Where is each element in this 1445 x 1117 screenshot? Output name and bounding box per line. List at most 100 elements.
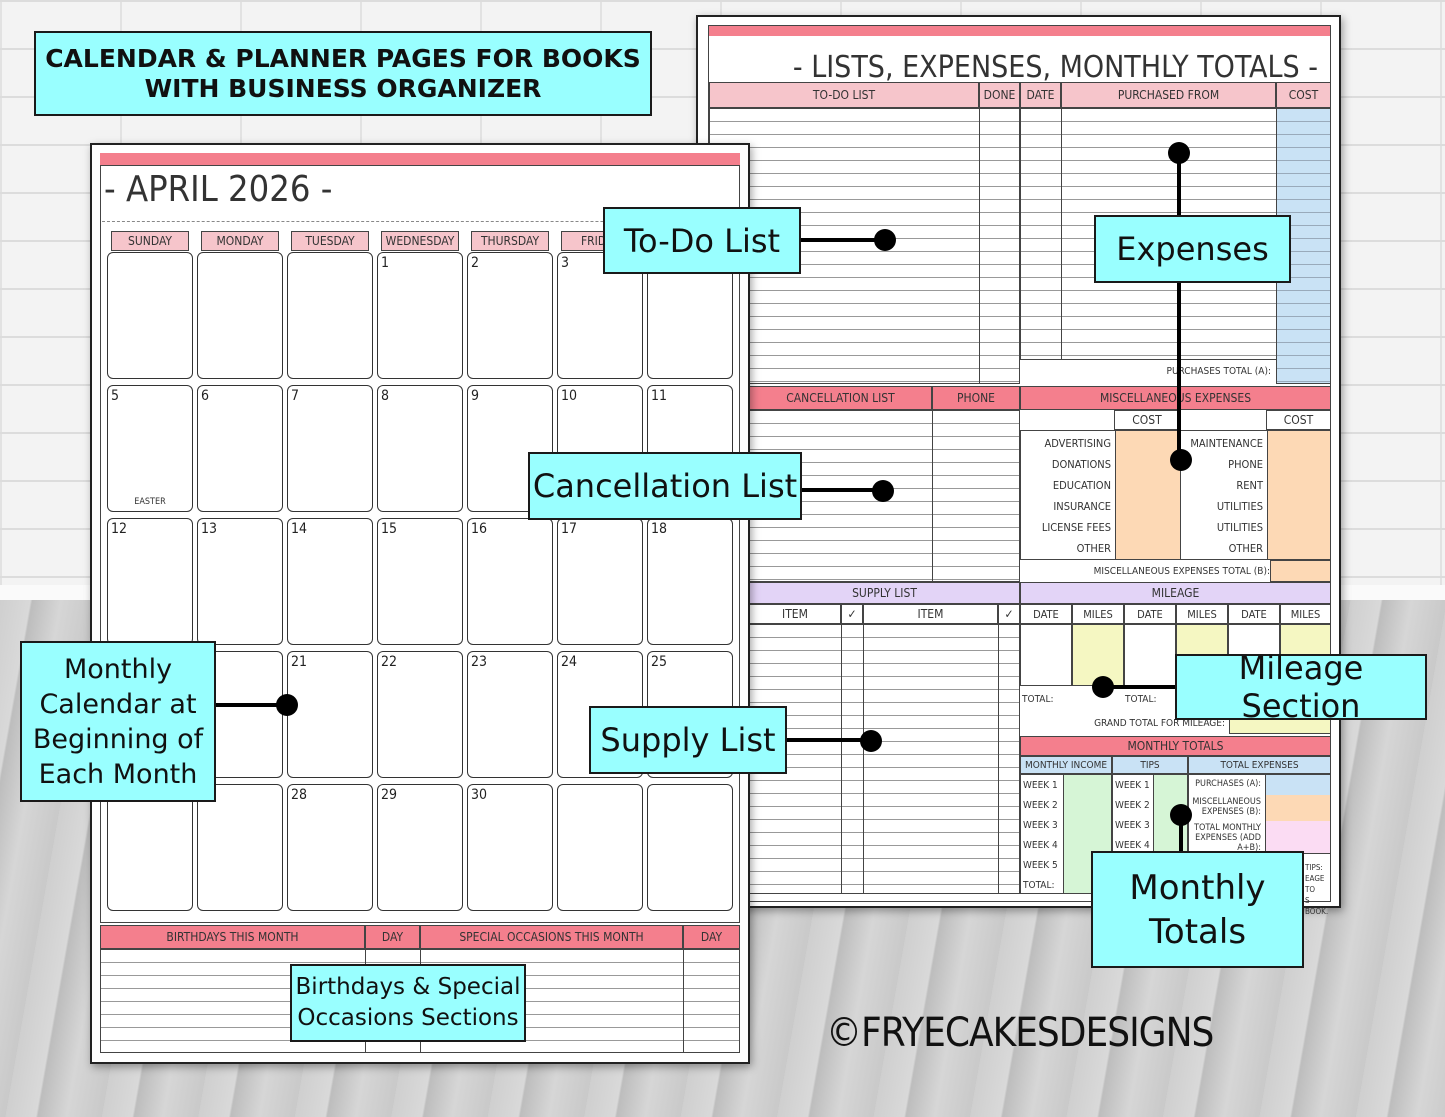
week-label: WEEK 1	[1115, 780, 1150, 791]
supply-check-header: ✓	[841, 604, 863, 624]
calendar-day-cell[interactable]	[107, 252, 193, 379]
misc-right-labels: MAINTENANCE PHONE RENT UTILITIES UTILITI…	[1181, 433, 1263, 559]
mileage-total-2: TOTAL:	[1125, 694, 1157, 705]
supply-lines[interactable]	[749, 624, 1020, 894]
calendar-day-cell[interactable]: 15	[377, 518, 463, 645]
calendar-day-cell[interactable]: 29	[377, 784, 463, 911]
calendar-day-cell[interactable]: 6	[197, 385, 283, 512]
calendar-day-cell[interactable]	[557, 784, 643, 911]
calendar-day-cell[interactable]: 8	[377, 385, 463, 512]
calendar-day-cell[interactable]: 14	[287, 518, 373, 645]
expenses-pointer-dot-bottom	[1170, 449, 1192, 471]
monthly-income-header: MONTHLY INCOME	[1020, 756, 1112, 774]
monthly-totals-callout-line: Monthly	[1129, 867, 1266, 908]
calendar-day-cell[interactable]	[107, 784, 193, 911]
date-header: DATE	[1020, 82, 1061, 108]
calendar-day-cell[interactable]	[287, 252, 373, 379]
day-number: 28	[291, 787, 308, 803]
day-number: 25	[651, 654, 668, 670]
calendar-day-cell[interactable]: 21	[287, 651, 373, 778]
misc-label: ADVERTISING	[1044, 437, 1111, 450]
total-monthly-label: TOTAL MONTHLY EXPENSES (ADD A+B):	[1194, 823, 1261, 853]
week-label: WEEK 2	[1023, 800, 1058, 811]
supply-pointer-line	[785, 738, 871, 742]
purchased-from-header: PURCHASED FROM	[1061, 82, 1276, 108]
day-number: 5	[111, 388, 120, 404]
birthdays-callout-line: Birthdays & Special	[295, 974, 521, 1000]
top-pink-bar	[100, 153, 740, 165]
cancellation-callout: Cancellation List	[528, 452, 802, 520]
misc-label: UTILITIES	[1216, 500, 1263, 513]
supply-divider	[863, 624, 864, 894]
mileage-col-body[interactable]	[1124, 624, 1176, 686]
calendar-day-cell[interactable]: 16	[467, 518, 553, 645]
mileage-col-body[interactable]	[1020, 624, 1072, 686]
misc-cost-right-fill[interactable]	[1267, 431, 1330, 559]
misc-b-label: MISCELLANEOUS EXPENSES (B):	[1192, 797, 1261, 817]
phone-divider	[932, 410, 933, 582]
tips-note-line: TIPS:	[1305, 863, 1323, 872]
banner-line-2: WITH BUSINESS ORGANIZER	[144, 73, 542, 103]
supply-callout: Supply List	[589, 706, 787, 774]
calendar-day-cell[interactable]: 1	[377, 252, 463, 379]
calendar-day-cell[interactable]: 12	[107, 518, 193, 645]
mileage-callout: Mileage Section	[1175, 649, 1427, 725]
date-divider	[1061, 108, 1062, 360]
calendar-day-cell[interactable]: 22	[377, 651, 463, 778]
day-number: 2	[471, 255, 480, 271]
misc-total-field[interactable]	[1270, 560, 1331, 582]
calendar-day-cell[interactable]: 23	[467, 651, 553, 778]
birthdays-callout: Birthdays & Special Occasions Sections	[290, 964, 526, 1042]
calendar-day-cell[interactable]: 18	[647, 518, 733, 645]
calendar-callout-line: Each Month	[38, 758, 198, 790]
title-divider	[102, 221, 738, 222]
day-number: 13	[201, 521, 218, 537]
mileage-col-header: MILES	[1176, 604, 1228, 624]
tips-header: TIPS	[1112, 756, 1188, 774]
phone-header: PHONE	[932, 386, 1020, 410]
holiday-note: EASTER	[134, 497, 166, 507]
day-number: 12	[111, 521, 128, 537]
misc-cost-left-fill[interactable]	[1115, 431, 1181, 559]
day-number: 14	[291, 521, 308, 537]
mileage-col-header: DATE	[1124, 604, 1176, 624]
purchases-a-field[interactable]	[1265, 775, 1330, 795]
cancellation-pointer-line	[800, 488, 885, 492]
misc-total-label: MISCELLANEOUS EXPENSES TOTAL (B):	[1093, 566, 1270, 577]
mileage-pointer-line	[1102, 685, 1177, 689]
day-number: 23	[471, 654, 488, 670]
calendar-callout: Monthly Calendar at Beginning of Each Mo…	[20, 641, 216, 802]
done-divider	[979, 108, 980, 384]
day-number: 8	[381, 388, 390, 404]
misc-b-field[interactable]	[1265, 795, 1330, 821]
mileage-col-body[interactable]	[1072, 624, 1124, 686]
calendar-day-cell[interactable]: 28	[287, 784, 373, 911]
day-number: 29	[381, 787, 398, 803]
calendar-day-cell[interactable]	[197, 784, 283, 911]
day-number: 1	[381, 255, 390, 271]
calendar-day-cell[interactable]: 2	[467, 252, 553, 379]
calendar-day-cell[interactable]	[197, 252, 283, 379]
misc-label: DONATIONS	[1051, 458, 1111, 471]
misc-expenses-header: MISCELLANEOUS EXPENSES	[1020, 386, 1331, 410]
misc-label: PHONE	[1228, 458, 1263, 471]
purchases-total-label: PURCHASES TOTAL (A):	[1166, 366, 1271, 377]
calendar-day-cell[interactable]	[647, 784, 733, 911]
day-header: WEDNESDAY	[381, 231, 459, 251]
supply-divider	[841, 624, 842, 894]
total-monthly-field[interactable]	[1265, 821, 1330, 853]
misc-label: RENT	[1236, 479, 1263, 492]
calendar-day-cell[interactable]: 7	[287, 385, 373, 512]
misc-label: LICENSE FEES	[1041, 521, 1111, 534]
calendar-day-cell[interactable]: 13	[197, 518, 283, 645]
calendar-day-cell[interactable]: 30	[467, 784, 553, 911]
mileage-col-header: MILES	[1280, 604, 1331, 624]
todo-pointer-dot	[874, 229, 896, 251]
grand-total-label: GRAND TOTAL FOR MILEAGE:	[1094, 718, 1225, 729]
tips-note: TIPS: EAGE TO S BOOK.	[1305, 862, 1330, 917]
misc-cost-right-header: COST	[1266, 410, 1331, 430]
todo-header: TO-DO LIST	[709, 82, 979, 108]
day-number: 7	[291, 388, 300, 404]
calendar-day-cell[interactable]: 17	[557, 518, 643, 645]
